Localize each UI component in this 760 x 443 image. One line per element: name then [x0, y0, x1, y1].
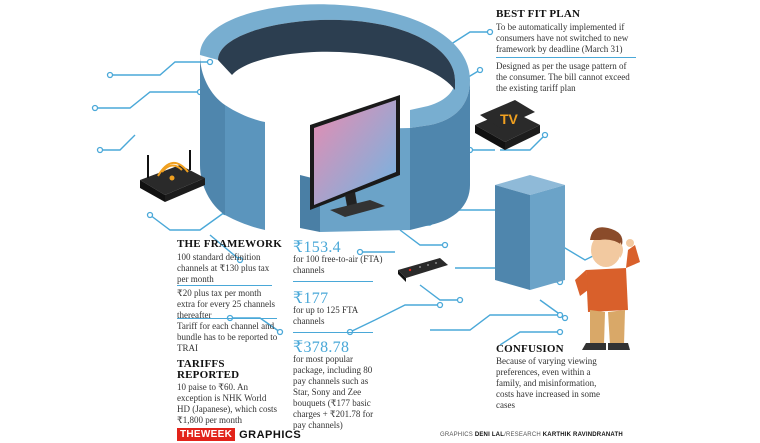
credit-research-name: KARTHIK RAVINDRANATH — [542, 432, 623, 438]
framework-divider1 — [177, 285, 272, 286]
footer-credit: GRAPHICS DENI LAL/RESEARCH KARTHIK RAVIN… — [440, 432, 623, 438]
remote-control — [398, 258, 448, 282]
framework-point1: 100 standard definition channels at ₹130… — [177, 252, 270, 284]
price-desc-1: for 100 free-to-air (FTA) channels — [293, 254, 383, 275]
price-desc-3: for most popular package, including 80 p… — [293, 354, 374, 430]
credit-graphics-name: DENI LAL — [474, 432, 505, 438]
price-divider-1 — [293, 281, 373, 282]
price-amount-1: ₹153.4 — [293, 239, 341, 256]
best-fit-para2: Designed as per the usage pattern of the… — [496, 61, 630, 93]
brand-graphics-label: GRAPHICS — [239, 428, 302, 441]
framework-point3: Tariff for each channel and bundle has t… — [177, 321, 278, 353]
credit-prefix: GRAPHICS — [440, 432, 475, 438]
price-amount-2: ₹177 — [293, 290, 329, 307]
price-amount-3: ₹378.78 — [293, 339, 350, 356]
price-desc-2: for up to 125 FTA channels — [293, 305, 358, 326]
price-divider-2 — [293, 332, 373, 333]
tariffs-title: TARIFFS REPORTED — [177, 358, 240, 381]
router — [140, 150, 205, 202]
credit-research-prefix: /RESEARCH — [504, 432, 543, 438]
best-fit-para1: To be automatically implemented if consu… — [496, 22, 629, 54]
framework-point2: ₹20 plus tax per month extra for every 2… — [177, 288, 275, 320]
framework-divider2 — [177, 318, 277, 319]
footer-brand: THEWEEK GRAPHICS — [177, 428, 301, 441]
tower-block — [495, 175, 565, 290]
confusion-text: Because of varying viewing preferences, … — [496, 356, 600, 410]
set-top-box — [475, 100, 540, 150]
confusion-title: CONFUSION — [496, 343, 564, 355]
best-fit-title: BEST FIT PLAN — [496, 8, 581, 20]
tv-box-label: TV — [500, 111, 519, 127]
brand-logo-the-week: THEWEEK — [177, 428, 236, 441]
tv-monitor — [310, 95, 400, 217]
best-fit-divider — [496, 57, 636, 58]
confused-man — [575, 227, 640, 350]
tariffs-text: 10 paise to ₹60. An exception is NHK Wor… — [177, 382, 277, 425]
framework-title: THE FRAMEWORK — [177, 238, 282, 250]
